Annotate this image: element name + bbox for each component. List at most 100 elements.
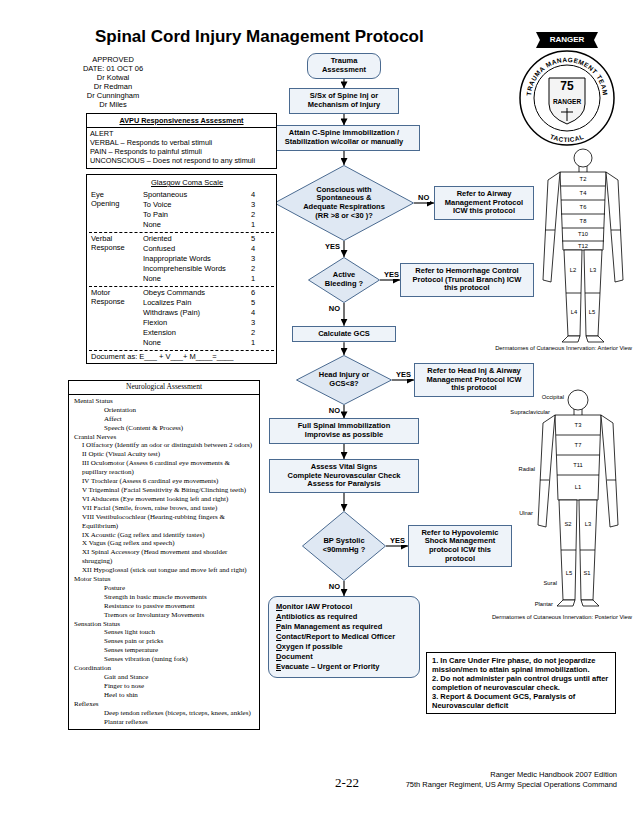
score-value: 1 <box>251 274 255 283</box>
assessment-item: Speech (Content & Process) <box>72 424 256 433</box>
assessment-item: X Vagus (Gag reflex and speech) <box>72 539 256 548</box>
branch-label: NO <box>328 305 341 313</box>
response-item: Flexion <box>143 318 167 327</box>
score-value: 3 <box>251 318 255 327</box>
approval-text: Dr Cunningham <box>87 92 140 101</box>
response-item: None <box>143 338 161 347</box>
response-item: Oriented <box>143 234 172 243</box>
flow-arrow <box>380 279 400 280</box>
flow-arrow <box>343 581 344 596</box>
node-text: Refer to Head Inj & Airway Management Pr… <box>419 367 529 393</box>
response-item: Incomprehensible Words <box>143 264 226 273</box>
dermatome-label: T4 <box>580 190 587 197</box>
decision-diamond: Active Bleeding ? <box>308 257 380 303</box>
dermatome-label: L5 <box>589 309 595 316</box>
score-value: 1 <box>251 338 255 347</box>
logo-text: RANGER <box>550 35 585 44</box>
diamond-shape <box>303 512 386 581</box>
node-text: Complete Neurovascular Check <box>274 472 414 481</box>
posterior-figure <box>538 390 618 606</box>
nerve-label: Plantar <box>535 601 553 608</box>
assessment-item: Senses pain or pricks <box>72 637 256 646</box>
section-heading: Mental Status <box>72 397 256 406</box>
score-value: 1 <box>251 220 255 229</box>
approval-text: DATE: 01 OCT 06 <box>83 65 143 74</box>
assessment-item: IV Trochlear (Assess 6 cardinal eye move… <box>72 477 256 486</box>
assessment-item: XI Spinal Accessory (Head movement and s… <box>72 548 256 566</box>
node-text: Attain C-Spine Immobilization / Stabiliz… <box>273 129 415 146</box>
dermatome-label: T6 <box>580 204 587 211</box>
footer-text: 75th Ranger Regiment, US Army Special Op… <box>406 781 617 790</box>
note-text: 1. In Care Under Fire phase, do not jeop… <box>432 656 610 674</box>
logo-text: 75 <box>560 80 573 94</box>
decision-diamond: BP Systolic <90mmHg ? <box>302 511 386 581</box>
approval-text: Dr Kotwal <box>97 74 130 83</box>
separator-line <box>89 350 274 351</box>
node-text: S/Sx of Spine Inj or Mechanism of Injury <box>294 92 394 109</box>
node-text: Refer to Hemorrhage Control Protocol (Tr… <box>405 267 529 293</box>
flow-arrow <box>343 444 344 459</box>
node-text: Calculate GCS <box>297 330 391 339</box>
flow-arrow <box>343 405 344 418</box>
assessment-item: Senses vibration (tuning fork) <box>72 655 256 664</box>
start-box: Trauma Assessment <box>307 53 381 78</box>
section-heading: Motor Status <box>72 575 256 584</box>
footer-text: Ranger Medic Handbook 2007 Edition <box>490 771 617 780</box>
assessment-item: XII Hypoglossal (stick out tongue and mo… <box>72 566 256 575</box>
assessment-item: III Oculomotor (Assess 6 cardinal eye mo… <box>72 459 256 477</box>
response-item: To Pain <box>143 210 168 219</box>
score-value: 4 <box>251 190 255 199</box>
flow-arrow <box>343 79 344 89</box>
flow-arrow <box>343 151 344 165</box>
score-value: 2 <box>251 264 255 273</box>
node-text: Refer to Airway Management Protocol ICW … <box>439 190 529 216</box>
node-text: Improvise as possible <box>274 431 414 440</box>
branch-label: YES <box>383 271 400 279</box>
flow-arrow <box>343 114 344 126</box>
arm-outline <box>538 415 555 527</box>
logo-scroll <box>536 32 598 48</box>
assessment-item: Tremors or Involuntary Movements <box>72 611 256 620</box>
notes-box: 1. In Care Under Fire phase, do not jeop… <box>426 652 616 714</box>
diamond-shape <box>275 166 414 241</box>
avpu-level: ALERT <box>90 129 273 138</box>
response-item: None <box>143 220 161 229</box>
dermatome-label: S1 <box>583 570 590 577</box>
flow-arrow <box>343 303 344 326</box>
logo-shield <box>549 78 585 124</box>
flow-arrow <box>343 342 344 355</box>
section-heading: Sensation Status <box>72 620 256 629</box>
panel-heading: Neurological Assessment <box>69 381 259 395</box>
flow-arrow <box>414 202 434 203</box>
arm-outline <box>543 172 560 282</box>
nerve-label: Supraclavicular <box>510 409 550 416</box>
foot-outline <box>557 600 575 606</box>
note-text: 2. Do not administer pain control drugs … <box>432 674 610 692</box>
logo-cross <box>561 108 573 121</box>
dermatome-label: T7 <box>575 442 582 449</box>
anterior-figure <box>543 149 623 342</box>
flow-arrow <box>343 241 344 257</box>
node-text: Conscious with Spontaneous & Adequate Re… <box>299 186 389 221</box>
response-item: Spontaneous <box>143 190 187 199</box>
node-text: Trauma Assessment <box>312 57 376 74</box>
avpu-level: PAIN – Responds to painful stimuli <box>90 147 273 156</box>
assessment-item: Deep tendon reflexes (biceps, triceps, k… <box>72 709 256 718</box>
torso-outline <box>555 415 601 500</box>
dermatome-label: T3 <box>575 422 582 429</box>
dermatome-label: T10 <box>578 231 588 238</box>
response-item: Obeys Commands <box>143 288 205 297</box>
avpu-box: AVPU Responsiveness AssessmentALERTVERBA… <box>86 113 277 169</box>
logo-ring <box>520 51 614 145</box>
dermatome-label: T12 <box>578 243 588 250</box>
mapcode-item: Pain Management as required <box>276 622 412 632</box>
assessment-item: Finger to nose <box>72 682 256 691</box>
assessment-item: Affect <box>72 415 256 424</box>
nerve-label: Sural <box>543 580 557 587</box>
decision-diamond: Head Injury or GCS<8? <box>296 355 392 405</box>
dermatome-bands <box>540 435 616 550</box>
dermatome-label: L5 <box>566 570 572 577</box>
flow-arrow <box>386 545 408 546</box>
response-item: Inappropriate Words <box>143 254 211 263</box>
assessment-item: Heel to shin <box>72 691 256 700</box>
